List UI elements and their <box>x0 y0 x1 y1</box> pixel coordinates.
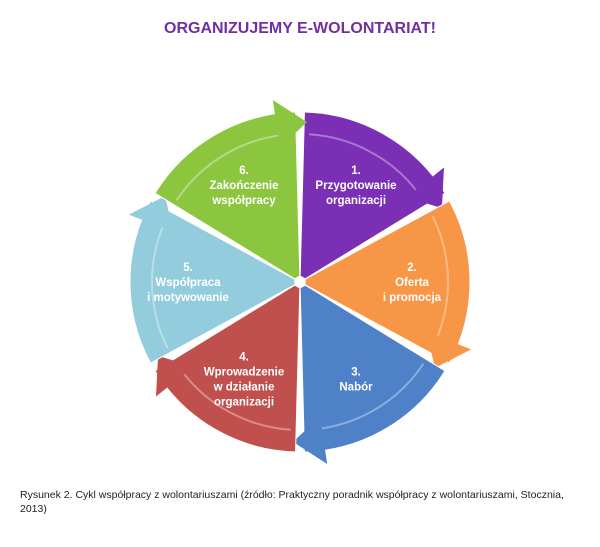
step-number: 2. <box>407 262 417 274</box>
segment-rim <box>308 133 419 193</box>
cycle-arrow-head-icon <box>426 331 472 368</box>
cycle-diagram: 1. Przygotowanie organizacji 2. Oferta i prom… <box>128 100 472 464</box>
step-label: Oferta <box>395 277 429 289</box>
step-label: Zakończenie <box>209 180 278 192</box>
step-label: Współpraca <box>155 277 221 289</box>
segment-rim <box>175 134 281 201</box>
segment-rim <box>181 371 292 431</box>
segment-rim <box>431 215 449 340</box>
step-label: organizacji <box>214 396 274 408</box>
step-label: i motywowanie <box>147 292 229 304</box>
step-label: Wprowadzenie <box>204 366 285 378</box>
cycle-arrow-head-icon <box>128 196 174 233</box>
step-label: i promocja <box>383 292 442 304</box>
step-number: 6. <box>239 165 249 177</box>
segment-rim <box>151 224 169 349</box>
cycle-arrow-head-icon <box>293 416 328 464</box>
step-label: Nabór <box>339 381 373 393</box>
cycle-arrow-head-icon <box>272 100 307 148</box>
step-label: współpracy <box>211 195 276 207</box>
step-number: 1. <box>351 165 361 177</box>
cycle-arrow-head-icon <box>406 167 444 209</box>
step-label: w działanie <box>213 381 275 393</box>
segment-rim <box>319 363 425 430</box>
diagram-title: ORGANIZUJEMY E-WOLONTARIAT! <box>164 20 436 37</box>
step-number: 5. <box>183 262 193 274</box>
figure-caption: Rysunek 2. Cykl współpracy z wolontarius… <box>20 489 564 515</box>
step-label: Przygotowanie <box>315 180 396 192</box>
cycle-arrow-head-icon <box>156 355 194 397</box>
step-number: 3. <box>351 366 361 378</box>
step-label: organizacji <box>326 195 386 207</box>
step-number: 4. <box>239 351 249 363</box>
